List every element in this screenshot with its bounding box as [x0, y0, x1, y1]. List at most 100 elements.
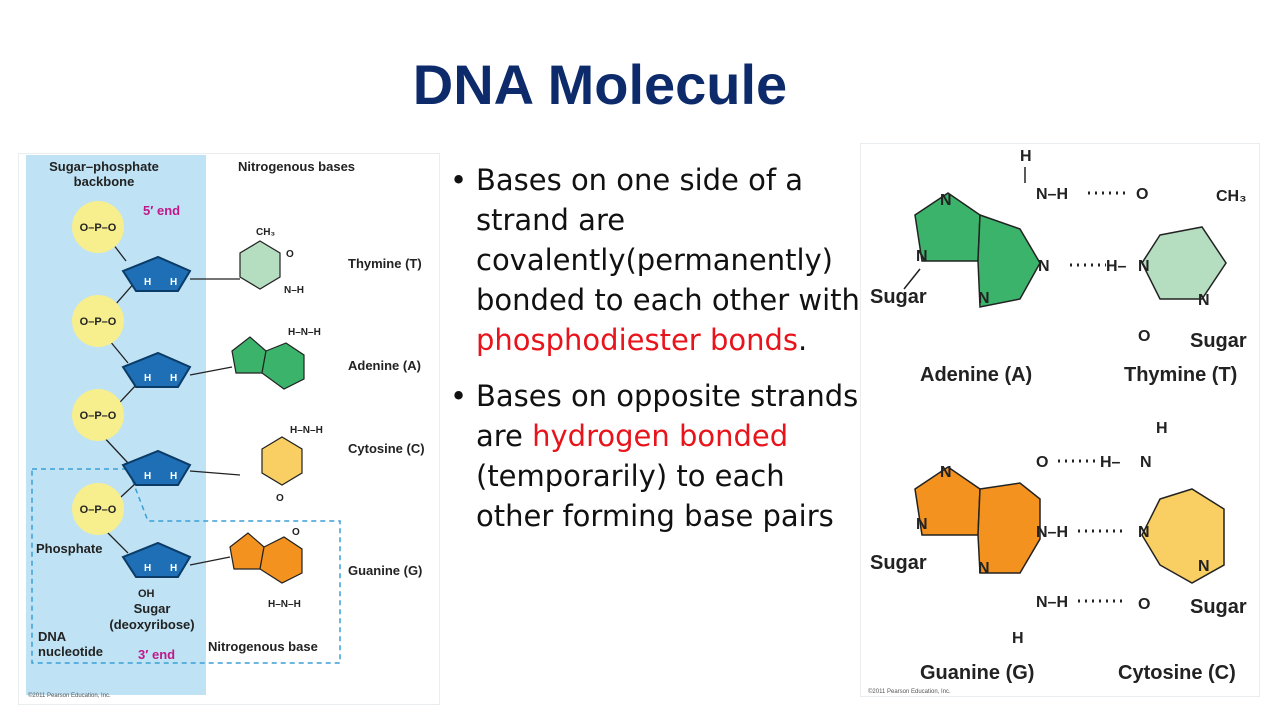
sugar-label-t: Sugar — [1190, 330, 1247, 352]
svg-text:N: N — [940, 192, 952, 209]
svg-text:O: O — [1036, 454, 1048, 471]
pair2-cytosine-label: Cytosine (C) — [1118, 662, 1236, 684]
svg-text:N: N — [978, 560, 990, 577]
slide-title: DNA Molecule — [412, 53, 788, 116]
svg-text:O: O — [292, 527, 300, 538]
svg-text:O–P–O: O–P–O — [80, 222, 117, 234]
bullet-2: Bases on opposite strands are hydrogen b… — [450, 376, 860, 536]
svg-text:H–N–H: H–N–H — [268, 599, 301, 610]
svg-text:H: H — [1156, 420, 1168, 437]
base-label-guanine: Guanine (G) — [348, 563, 422, 578]
svg-text:N–H: N–H — [1036, 594, 1068, 611]
bullet-2-end: (temporarily) to each other forming base… — [476, 459, 834, 533]
cytosine-ring: H–N–H O — [261, 425, 323, 504]
thymine-ring: CH₃ O N–H — [239, 227, 304, 296]
bullet-2-text: Bases on opposite strands are — [476, 379, 859, 453]
base-label-thymine: Thymine (T) — [348, 256, 422, 271]
svg-text:N: N — [1038, 258, 1050, 275]
svg-text:CH₃: CH₃ — [256, 227, 275, 238]
hydrogen-bonds-at — [1070, 191, 1130, 267]
bullet-1-end: . — [798, 323, 808, 357]
svg-text:N–H: N–H — [284, 285, 304, 296]
svg-text:H: H — [170, 373, 177, 384]
cytosine-structure: N H N N O — [1138, 420, 1225, 613]
bullet-1-highlight: phosphodiester bonds — [476, 323, 798, 357]
bullet-1-text: Bases on one side of a strand are covale… — [476, 163, 860, 317]
left-copyright: ©2011 Pearson Education, Inc. — [28, 692, 111, 699]
pair1-thymine-label: Thymine (T) — [1124, 364, 1237, 386]
svg-text:N–H: N–H — [1036, 524, 1068, 541]
five-prime-end-label: 5′ end — [143, 203, 180, 218]
phosphate-label: Phosphate — [36, 541, 102, 556]
base-label-cytosine: Cytosine (C) — [348, 441, 425, 456]
svg-text:CH₃: CH₃ — [1216, 188, 1247, 205]
svg-text:H: H — [144, 471, 151, 482]
right-copyright: ©2011 Pearson Education, Inc. — [868, 688, 951, 695]
phosphate-group-1: O–P–O — [72, 201, 124, 253]
svg-text:H–: H– — [1106, 258, 1127, 275]
svg-text:H–: H– — [1100, 454, 1121, 471]
svg-text:H–N–H: H–N–H — [290, 425, 323, 436]
svg-text:O–P–O: O–P–O — [80, 504, 117, 516]
sugar-label: Sugar — [134, 601, 171, 616]
sugar-label-a: Sugar — [870, 286, 927, 308]
svg-text:O: O — [1138, 328, 1150, 345]
svg-text:N: N — [916, 516, 928, 533]
svg-text:N: N — [978, 290, 990, 307]
hydroxyl-label: OH — [138, 588, 155, 600]
guanine-structure: N N N O N–H N–H H — [914, 454, 1068, 647]
svg-text:H: H — [1012, 630, 1024, 647]
svg-text:O–P–O: O–P–O — [80, 410, 117, 422]
svg-text:O: O — [1138, 596, 1150, 613]
nucleotide-box — [31, 468, 341, 664]
deoxyribose-label: (deoxyribose) — [109, 617, 194, 632]
svg-text:O: O — [286, 249, 294, 260]
bullet-list: Bases on one side of a strand are covale… — [450, 160, 860, 552]
svg-text:N: N — [916, 248, 928, 265]
svg-text:N: N — [1138, 524, 1150, 541]
svg-text:H: H — [170, 277, 177, 288]
sugar-label-g: Sugar — [870, 552, 927, 574]
guanine-ring: O H–N–H — [229, 527, 303, 610]
svg-text:H: H — [144, 277, 151, 288]
three-prime-end-label: 3′ end — [138, 647, 175, 662]
adenine-ring: H–N–H — [231, 327, 321, 390]
svg-text:H–N–H: H–N–H — [288, 327, 321, 338]
adenine-structure: N N N N N–H H — [903, 148, 1068, 308]
svg-text:N–H: N–H — [1036, 186, 1068, 203]
svg-text:N: N — [1140, 454, 1152, 471]
phosphate-group-2: O–P–O — [72, 295, 124, 347]
glycosidic-bonds — [189, 278, 241, 566]
phosphate-group-3: O–P–O — [72, 389, 124, 441]
bases-heading: Nitrogenous bases — [238, 159, 355, 174]
bullet-2-highlight: hydrogen bonded — [532, 419, 789, 453]
svg-text:H: H — [170, 471, 177, 482]
base-label-adenine: Adenine (A) — [348, 358, 421, 373]
nitrogenous-base-label: Nitrogenous base — [208, 639, 318, 654]
svg-text:H: H — [1020, 148, 1032, 165]
svg-text:N: N — [1138, 258, 1150, 275]
svg-text:O–P–O: O–P–O — [80, 316, 117, 328]
sugar-label-c: Sugar — [1190, 596, 1247, 618]
base-pairs-diagram: N N N N N–H H O CH₃ N N O H– Sugar Sugar… — [860, 143, 1260, 697]
svg-text:H: H — [144, 563, 151, 574]
thymine-structure: O CH₃ N N O — [1136, 186, 1247, 345]
svg-text:N: N — [1198, 558, 1210, 575]
pair2-guanine-label: Guanine (G) — [920, 662, 1034, 684]
svg-text:H: H — [144, 373, 151, 384]
svg-text:O: O — [1136, 186, 1148, 203]
pair1-adenine-label: Adenine (A) — [920, 364, 1032, 386]
phosphate-group-4: O–P–O — [72, 483, 124, 535]
svg-text:N: N — [940, 464, 952, 481]
svg-text:O: O — [276, 493, 284, 504]
bullet-1: Bases on one side of a strand are covale… — [450, 160, 860, 360]
svg-text:H: H — [170, 563, 177, 574]
hydrogen-bonds-gc — [1058, 459, 1126, 603]
